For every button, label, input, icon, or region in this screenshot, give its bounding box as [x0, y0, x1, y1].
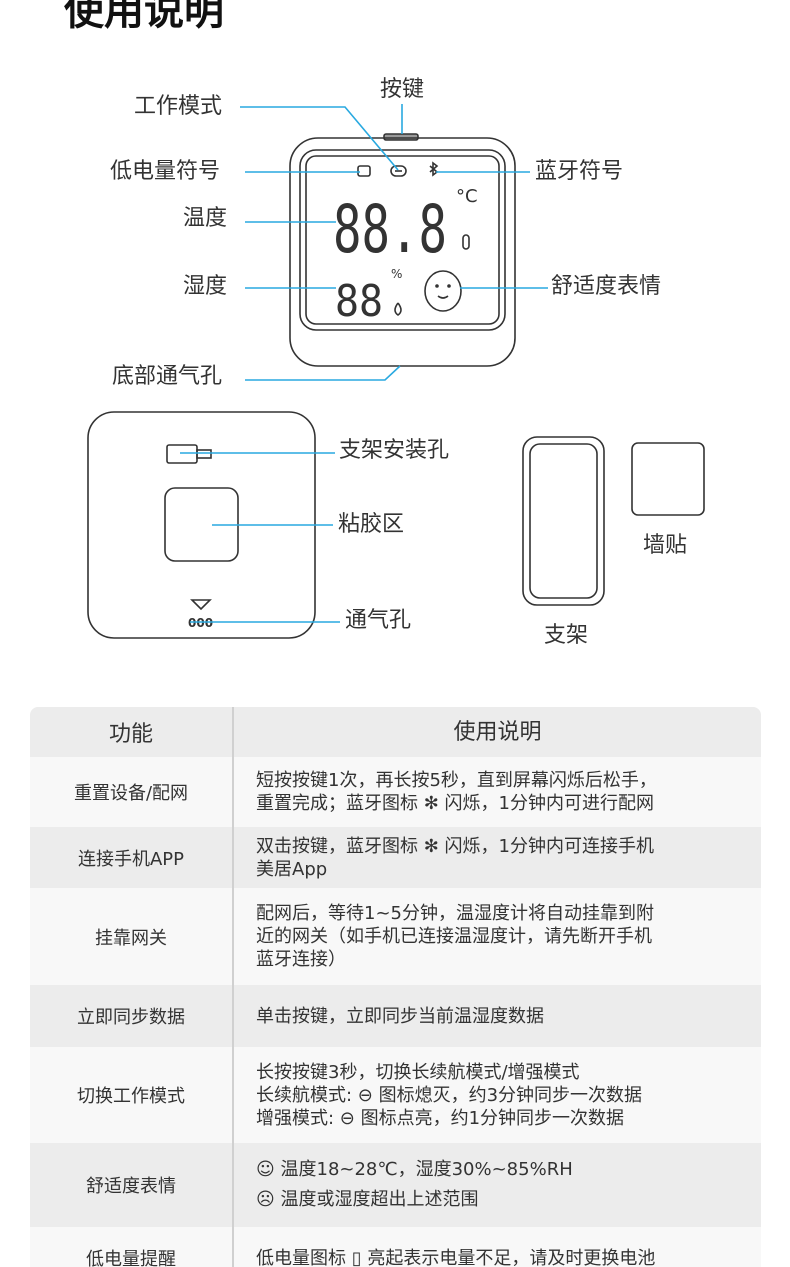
label-wall-sticker: 墙贴	[643, 533, 688, 558]
row-desc: 单击按键，立即同步当前温湿度数据	[234, 985, 761, 1047]
desc-line: 单击按键，立即同步当前温湿度数据	[256, 1005, 544, 1027]
label-low-battery: 低电量符号	[110, 159, 221, 184]
row-function: 切换工作模式	[30, 1047, 234, 1143]
desc-line: 近的网关（如手机已连接温湿度计，请先断开手机	[256, 926, 652, 947]
table-row: 切换工作模式 长按按键3秒，切换长续航模式/增强模式长续航模式: ⊖ 图标熄灭，…	[30, 1047, 761, 1143]
table-row: 舒适度表情 ☺ 温度18~28℃，湿度30%~85%RH ☹ 温度或湿度超出上述范…	[30, 1143, 761, 1227]
bluetooth-icon	[429, 161, 439, 177]
thermometer-icon	[462, 234, 470, 250]
work-mode-icon	[390, 165, 407, 177]
desc-line: 长按按键3秒，切换长续航模式/增强模式	[256, 1061, 580, 1083]
vent-mark: 000	[188, 616, 213, 630]
callout-lines	[180, 104, 548, 623]
table-row: 立即同步数据 单击按键，立即同步当前温湿度数据	[30, 985, 761, 1047]
desc-line: 短按按键1次，再长按5秒，直到屏幕闪烁后松手，	[256, 770, 657, 791]
hum-digits: 88	[335, 276, 383, 327]
temp-unit: °C	[456, 186, 478, 207]
row-desc: 低电量图标 ▯ 亮起表示电量不足，请及时更换电池	[234, 1227, 761, 1267]
low-battery-icon	[357, 165, 371, 177]
label-comfort-face: 舒适度表情	[551, 274, 662, 299]
desc-line: 配网后，等待1~5分钟，温湿度计将自动挂靠到附	[256, 903, 654, 924]
row-desc: 配网后，等待1~5分钟，温湿度计将自动挂靠到附近的网关（如手机已连接温湿度计，请…	[234, 888, 761, 985]
desc-line: 重置完成；蓝牙图标 ✻ 闪烁，1分钟内可进行配网	[256, 793, 654, 814]
page-title: 使用说明	[64, 0, 224, 34]
table-header: 功能 使用说明	[30, 707, 761, 757]
bracket-shape	[522, 436, 605, 606]
vent-triangle-icon	[190, 599, 212, 611]
humidity-drop-icon	[394, 302, 402, 316]
table-row: 挂靠网关 配网后，等待1~5分钟，温湿度计将自动挂靠到附近的网关（如手机已连接温…	[30, 888, 761, 985]
label-bottom-vent: 底部通气孔	[112, 364, 223, 389]
table-row: 重置设备/配网 短按按键1次，再长按5秒，直到屏幕闪烁后松手，重置完成；蓝牙图标…	[30, 757, 761, 827]
hum-unit: %	[391, 267, 402, 281]
row-function: 立即同步数据	[30, 985, 234, 1047]
row-function: 低电量提醒	[30, 1227, 234, 1267]
wall-sticker-shape	[631, 442, 705, 516]
row-function: 连接手机APP	[30, 827, 234, 888]
header-instructions: 使用说明	[453, 719, 542, 745]
device-body	[289, 137, 516, 367]
device-diagram: 88.8 °C 88 % 000	[87, 104, 705, 639]
row-desc: 短按按键1次，再长按5秒，直到屏幕闪烁后松手，重置完成；蓝牙图标 ✻ 闪烁，1分…	[234, 757, 761, 827]
label-adhesive-area: 粘胶区	[338, 512, 405, 537]
button-shape	[383, 133, 419, 141]
row-desc: 双击按键，蓝牙图标 ✻ 闪烁，1分钟内可连接手机美居App	[234, 827, 761, 888]
bracket-hole-shape	[166, 444, 198, 464]
table-row: 低电量提醒 低电量图标 ▯ 亮起表示电量不足，请及时更换电池	[30, 1227, 761, 1267]
desc-line: 低电量图标 ▯ 亮起表示电量不足，请及时更换电池	[256, 1247, 656, 1267]
desc-line: 美居App	[256, 858, 328, 880]
desc-line: ☹ 温度或湿度超出上述范围	[256, 1189, 479, 1210]
label-humidity: 湿度	[183, 274, 228, 299]
row-desc: ☺ 温度18~28℃，湿度30%~85%RH ☹ 温度或湿度超出上述范围	[234, 1143, 761, 1227]
comfort-face-icon	[424, 270, 462, 312]
label-bracket: 支架	[544, 623, 589, 648]
row-function: 舒适度表情	[30, 1143, 234, 1227]
desc-line: 增强模式: ⊖ 图标点亮，约1分钟同步一次数据	[256, 1107, 625, 1129]
temp-digits: 88.8	[333, 191, 447, 268]
label-temperature: 温度	[183, 206, 228, 231]
table-row: 连接手机APP 双击按键，蓝牙图标 ✻ 闪烁，1分钟内可连接手机美居App	[30, 827, 761, 888]
desc-line: ☺ 温度18~28℃，湿度30%~85%RH	[256, 1159, 573, 1180]
row-function: 重置设备/配网	[30, 757, 234, 827]
label-bracket-hole: 支架安装孔	[339, 438, 450, 463]
desc-line: 蓝牙连接）	[256, 949, 346, 970]
desc-line: 长续航模式: ⊖ 图标熄灭，约3分钟同步一次数据	[256, 1084, 643, 1106]
label-bluetooth: 蓝牙符号	[535, 159, 624, 184]
header-function: 功能	[30, 707, 234, 757]
desc-line: 双击按键，蓝牙图标 ✻ 闪烁，1分钟内可连接手机	[256, 835, 654, 857]
row-desc: 长按按键3秒，切换长续航模式/增强模式长续航模式: ⊖ 图标熄灭，约3分钟同步一…	[234, 1047, 761, 1143]
function-table: 功能 使用说明 重置设备/配网 短按按键1次，再长按5秒，直到屏幕闪烁后松手，重…	[30, 707, 761, 1267]
label-vent: 通气孔	[345, 608, 412, 633]
label-button: 按键	[380, 77, 425, 102]
label-work-mode: 工作模式	[134, 94, 223, 119]
row-function: 挂靠网关	[30, 888, 234, 985]
